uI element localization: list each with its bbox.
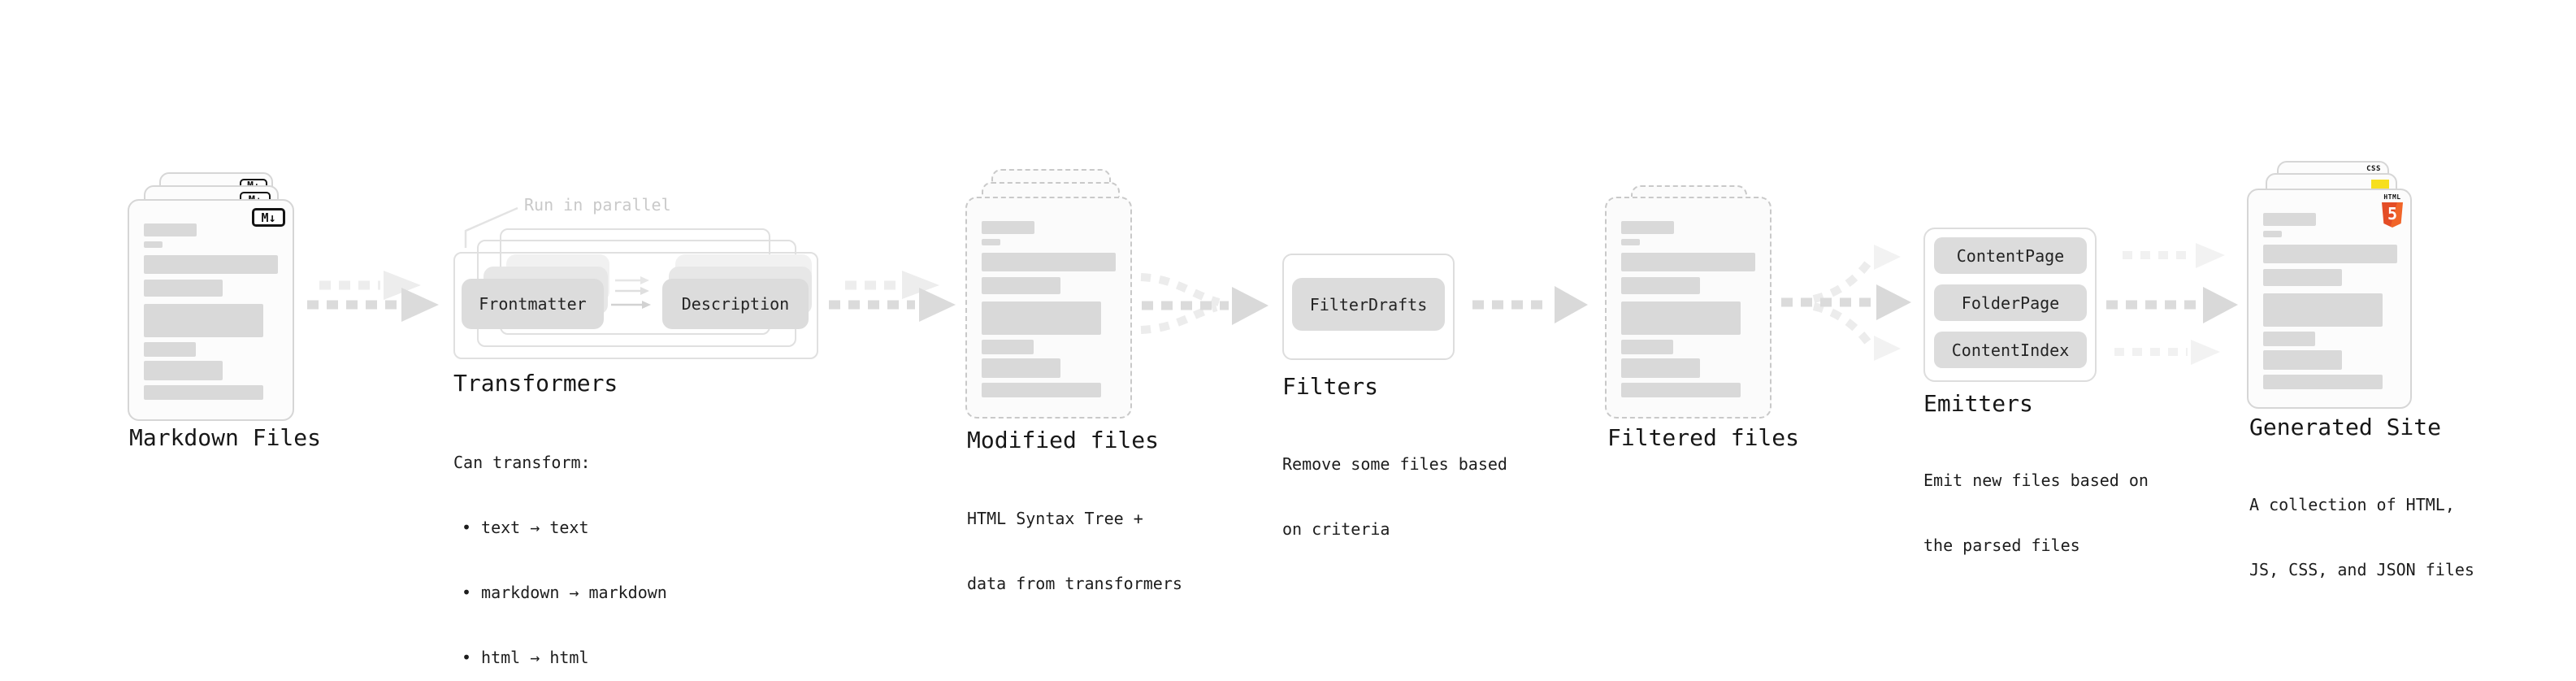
filtered-files-label: Filtered files (1607, 424, 1800, 451)
generated-site-card: HTML 5 (2247, 189, 2412, 409)
arrow-transformers-to-modified (829, 271, 956, 322)
transformers-description: Can transform: •text → text •markdown → … (453, 409, 667, 681)
placeholder-bar (1621, 239, 1640, 245)
placeholder-bar (2263, 375, 2383, 389)
placeholder-bar (982, 301, 1101, 335)
description-step: Description (662, 279, 809, 329)
placeholder-bar (1621, 277, 1700, 294)
placeholder-bar (982, 277, 1060, 294)
arrow-filters-to-filtered (1472, 286, 1588, 323)
modified-files-description: HTML Syntax Tree + data from transformer… (967, 509, 1182, 593)
placeholder-bar (2263, 213, 2316, 226)
arrow-emitters-to-generated (2106, 243, 2238, 365)
frontmatter-step: Frontmatter (462, 279, 604, 329)
javascript-icon (2371, 180, 2389, 191)
placeholder-bar (144, 241, 163, 248)
transform-bullet-text: •text → text (462, 517, 589, 537)
placeholder-bar (982, 239, 1000, 245)
placeholder-bar (144, 361, 223, 380)
bullet-icon: • (462, 582, 472, 602)
contentpage-emitter: ContentPage (1934, 237, 2087, 274)
placeholder-bar (144, 223, 197, 236)
annotation-leader-line (464, 206, 518, 248)
placeholder-bar (2263, 269, 2342, 286)
filters-description: Remove some files based on criteria (1282, 454, 1507, 539)
markdown-file-card: M↓ (128, 199, 294, 421)
html5-icon: HTML 5 (2382, 194, 2403, 228)
modified-file-card (965, 197, 1132, 419)
placeholder-bar (982, 253, 1116, 271)
placeholder-bar (2263, 332, 2315, 346)
placeholder-bar (1621, 358, 1700, 378)
placeholder-bar (2263, 231, 2282, 237)
filtered-file-card (1605, 197, 1772, 419)
placeholder-bar (2263, 293, 2383, 327)
bullet-icon: • (462, 517, 472, 537)
can-transform-heading: Can transform: (453, 453, 591, 473)
generated-site-description: A collection of HTML, JS, CSS, and JSON … (2249, 495, 2474, 579)
transformer-frame-front (453, 252, 818, 359)
placeholder-bar (982, 358, 1060, 378)
html5-shield: 5 (2382, 202, 2403, 228)
placeholder-bar (982, 383, 1101, 397)
markdown-icon: M↓ (252, 208, 285, 227)
placeholder-bar (1621, 301, 1741, 335)
placeholder-bar (2263, 350, 2342, 370)
transform-bullet-html: •html → html (462, 647, 589, 667)
placeholder-bar (144, 255, 278, 274)
arrow-filtered-to-emitters (1781, 245, 1911, 361)
placeholder-bar (1621, 253, 1755, 271)
transform-bullet-markdown: •markdown → markdown (462, 582, 667, 602)
folderpage-emitter: FolderPage (1934, 284, 2087, 321)
filters-label: Filters (1282, 373, 1379, 400)
contentindex-emitter: ContentIndex (1934, 332, 2087, 368)
placeholder-bar (144, 304, 263, 337)
generated-site-label: Generated Site (2249, 414, 2442, 440)
arrow-modified-to-filters (1140, 273, 1268, 334)
placeholder-bar (1621, 340, 1673, 354)
placeholder-bar (144, 385, 263, 400)
transformer-step-arrows (611, 276, 651, 309)
placeholder-bar (1621, 383, 1741, 397)
arrow-markdown-to-transformers (307, 271, 439, 322)
placeholder-bar (144, 342, 196, 357)
modified-files-label: Modified files (967, 427, 1160, 453)
run-in-parallel-annotation: Run in parallel (524, 195, 671, 215)
placeholder-bar (2263, 245, 2397, 263)
transformers-label: Transformers (453, 370, 618, 397)
placeholder-bar (144, 280, 223, 297)
markdown-files-label: Markdown Files (129, 424, 322, 451)
emitters-description: Emit new files based on the parsed files (1923, 471, 2149, 555)
bullet-icon: • (462, 647, 472, 667)
placeholder-bar (1621, 221, 1674, 234)
filterdrafts-step: FilterDrafts (1292, 278, 1445, 331)
placeholder-bar (982, 340, 1034, 354)
placeholder-bar (982, 221, 1034, 234)
emitters-label: Emitters (1923, 390, 2033, 417)
